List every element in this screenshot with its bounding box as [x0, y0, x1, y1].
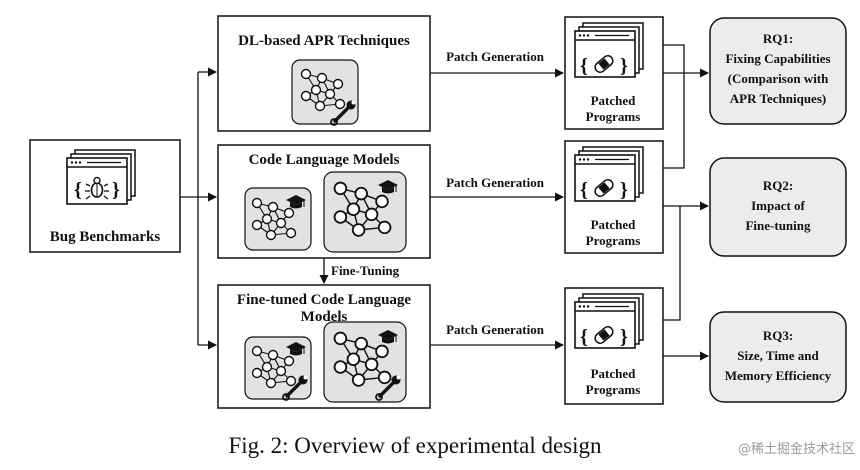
- patched-programs-box-2: { } Patched Programs: [564, 140, 664, 254]
- bug-icon: { }: [74, 176, 120, 201]
- fine-tuning-arrow: Fine-Tuning: [319, 258, 400, 284]
- svg-text:}: }: [620, 326, 628, 348]
- rq3-line: Memory Efficiency: [725, 368, 832, 383]
- rq1-title: RQ1:: [763, 31, 793, 46]
- patched-label-line1: Patched: [591, 93, 637, 108]
- patched-label-line2: Programs: [586, 233, 641, 248]
- patch-generation-arrow-2: Patch Generation: [430, 175, 564, 202]
- patched-label-line2: Programs: [586, 382, 641, 397]
- patched-programs-box-1: { } Patched Programs: [564, 16, 664, 130]
- patch-generation-arrow-1: Patch Generation: [430, 49, 564, 78]
- watermark: @稀土掘金技术社区: [738, 441, 855, 457]
- svg-text:}: }: [620, 179, 628, 201]
- patched-label-line1: Patched: [591, 366, 637, 381]
- rq2-title: RQ2:: [763, 178, 793, 193]
- rq1-line: APR Techniques): [730, 91, 826, 106]
- rq2-box: RQ2: Impact of Fine-tuning: [709, 157, 847, 257]
- dl-apr-label: DL-based APR Techniques: [238, 33, 410, 49]
- bandage-icon: { }: [580, 326, 628, 348]
- svg-text:{: {: [74, 179, 82, 201]
- figure-caption: Fig. 2: Overview of experimental design: [228, 433, 602, 458]
- rq-connectors: [663, 44, 709, 361]
- rq2-line: Impact of: [751, 198, 805, 213]
- rq1-line: Fixing Capabilities: [725, 51, 830, 66]
- bandage-icon: { }: [580, 55, 628, 77]
- bandage-icon: { }: [580, 179, 628, 201]
- patched-label-line1: Patched: [591, 217, 637, 232]
- patched-programs-box-3: { } Patched Programs: [564, 287, 664, 405]
- svg-text:}: }: [620, 55, 628, 77]
- rq3-line: Size, Time and: [737, 348, 819, 363]
- svg-text:{: {: [580, 55, 588, 77]
- fine-tuning-label: Fine-Tuning: [331, 263, 400, 278]
- patch-generation-arrow-3: Patch Generation: [430, 322, 564, 350]
- dl-apr-box: DL-based APR Techniques: [217, 15, 431, 132]
- svg-text:{: {: [580, 326, 588, 348]
- rq3-title: RQ3:: [763, 328, 793, 343]
- clm-label: Code Language Models: [249, 152, 400, 168]
- svg-text:}: }: [112, 179, 120, 201]
- ft-clm-label-line2: Models: [301, 309, 348, 325]
- svg-text:{: {: [580, 179, 588, 201]
- patched-label-line2: Programs: [586, 109, 641, 124]
- bug-benchmarks-box: { } Bug Benchmarks: [29, 139, 181, 253]
- rq2-line: Fine-tuning: [745, 218, 811, 233]
- rq1-line: (Comparison with: [728, 71, 830, 86]
- patch-generation-label: Patch Generation: [446, 322, 545, 337]
- rq3-box: RQ3: Size, Time and Memory Efficiency: [709, 311, 847, 403]
- bug-benchmarks-label: Bug Benchmarks: [50, 229, 161, 245]
- rq1-box: RQ1: Fixing Capabilities (Comparison wit…: [709, 17, 847, 125]
- patch-generation-label: Patch Generation: [446, 175, 545, 190]
- benchmark-connectors: [180, 67, 217, 350]
- patch-generation-label: Patch Generation: [446, 49, 545, 64]
- clm-box: Code Language Models: [217, 144, 431, 259]
- ft-clm-box: Fine-tuned Code Language Models: [217, 284, 431, 409]
- ft-clm-label-line1: Fine-tuned Code Language: [237, 292, 412, 308]
